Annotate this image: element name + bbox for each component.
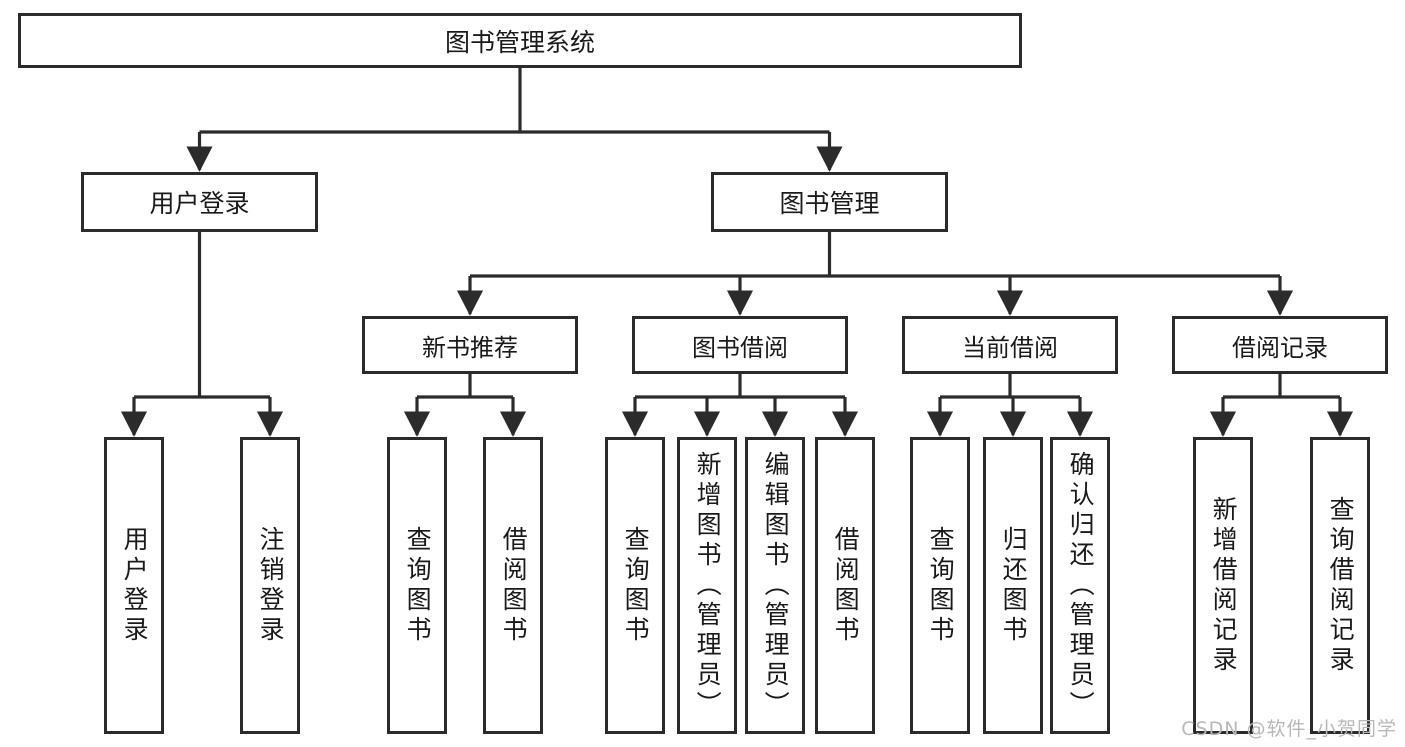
node-book-manage[interactable]: 图书管理	[711, 172, 948, 232]
node-borrow-record[interactable]: 借阅记录	[1172, 316, 1388, 374]
node-leaf-return-book[interactable]: 归还图书	[983, 437, 1043, 734]
node-label: 新增图书（管理员）	[693, 450, 723, 721]
node-user-login[interactable]: 用户登录	[81, 172, 318, 232]
node-leaf-add-book-admin[interactable]: 新增图书（管理员）	[677, 437, 737, 734]
node-label: 用户登录	[149, 189, 250, 218]
node-leaf-edit-book-admin[interactable]: 编辑图书（管理员）	[745, 437, 805, 734]
node-label: 图书管理系统	[444, 27, 595, 57]
node-label: 查询借阅记录	[1326, 495, 1356, 676]
node-label: 查询图书	[926, 525, 956, 646]
node-label: 注销登录	[256, 525, 286, 646]
node-new-book-recommend[interactable]: 新书推荐	[362, 316, 578, 374]
node-leaf-query-book-3[interactable]: 查询图书	[910, 437, 970, 734]
node-label: 借阅图书	[831, 525, 861, 646]
node-label: 借阅记录	[1232, 333, 1328, 362]
node-leaf-borrow-book-1[interactable]: 借阅图书	[483, 437, 543, 734]
node-label: 归还图书	[999, 525, 1029, 646]
node-leaf-borrow-book-2[interactable]: 借阅图书	[815, 437, 875, 734]
node-leaf-query-book-1[interactable]: 查询图书	[387, 437, 447, 734]
node-label: 当前借阅	[962, 333, 1058, 362]
node-leaf-query-book-2[interactable]: 查询图书	[605, 437, 665, 734]
node-label: 新书推荐	[422, 333, 518, 362]
node-leaf-confirm-return-admin[interactable]: 确认归还（管理员）	[1050, 437, 1110, 734]
node-label: 查询图书	[403, 525, 433, 646]
node-leaf-add-borrow-record[interactable]: 新增借阅记录	[1193, 437, 1253, 734]
node-label: 用户登录	[120, 525, 150, 646]
node-root[interactable]: 图书管理系统	[18, 13, 1022, 68]
node-leaf-user-login[interactable]: 用户登录	[104, 437, 164, 734]
node-current-borrow[interactable]: 当前借阅	[902, 316, 1118, 374]
node-label: 新增借阅记录	[1209, 495, 1239, 676]
node-leaf-user-logout[interactable]: 注销登录	[240, 437, 300, 734]
node-label: 查询图书	[621, 525, 651, 646]
node-book-borrow[interactable]: 图书借阅	[632, 316, 848, 374]
node-label: 编辑图书（管理员）	[761, 450, 791, 721]
node-leaf-query-borrow-record[interactable]: 查询借阅记录	[1310, 437, 1370, 734]
node-label: 图书借阅	[692, 333, 788, 362]
node-label: 图书管理	[779, 189, 880, 218]
node-label: 借阅图书	[499, 525, 529, 646]
node-label: 确认归还（管理员）	[1066, 450, 1096, 721]
